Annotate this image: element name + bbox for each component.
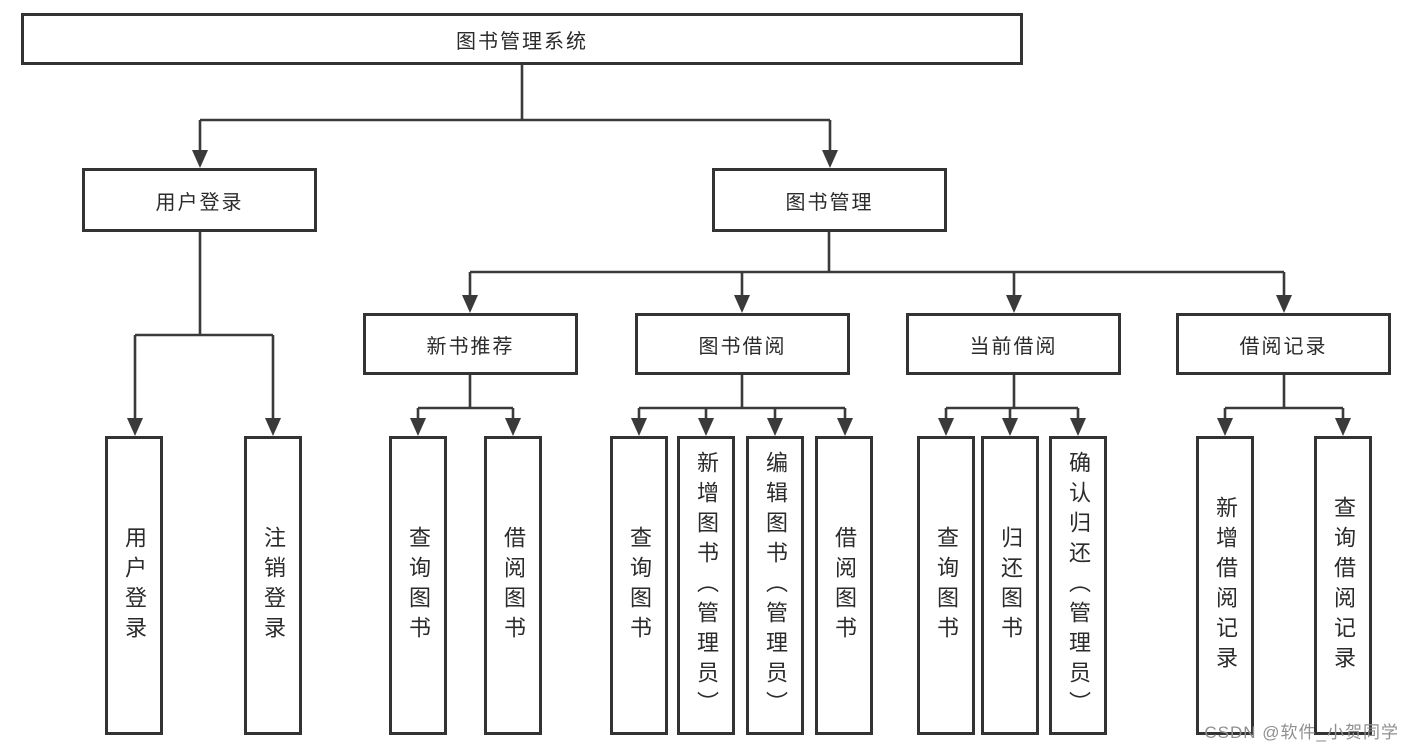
leaf-borrow-books: 借阅图书 — [815, 436, 873, 735]
node-book-management-label: 图书管理 — [785, 191, 874, 214]
node-root: 图书管理系统 — [21, 13, 1023, 65]
node-borrow-records: 借阅记录 — [1176, 313, 1391, 375]
node-user-login: 用户登录 — [82, 168, 317, 232]
node-book-borrow: 图书借阅 — [635, 313, 850, 375]
tree-edges — [133, 65, 1345, 419]
leaf-add-books-admin: 新增图书（管理员） — [677, 436, 735, 735]
leaf-query-borrow-record: 查询借阅记录 — [1314, 436, 1372, 735]
leaf-add-borrow-record: 新增借阅记录 — [1196, 436, 1254, 735]
node-user-login-label: 用户登录 — [155, 191, 244, 214]
node-root-label: 图书管理系统 — [456, 30, 588, 53]
node-borrow-records-label: 借阅记录 — [1239, 335, 1328, 358]
leaf-return-books: 归还图书 — [981, 436, 1039, 735]
watermark: CSDN @软件_小贺同学 — [1204, 723, 1399, 742]
node-new-book-recommend-label: 新书推荐 — [426, 335, 515, 358]
leaf-confirm-return-admin: 确认归还（管理员） — [1049, 436, 1107, 735]
arrowheads — [127, 150, 1351, 436]
leaf-borrow-books-recommend: 借阅图书 — [484, 436, 542, 735]
leaf-query-books-current: 查询图书 — [917, 436, 975, 735]
leaf-query-books-recommend: 查询图书 — [389, 436, 447, 735]
node-current-borrow: 当前借阅 — [906, 313, 1121, 375]
leaf-logout-login: 注销登录 — [244, 436, 302, 735]
leaf-edit-books-admin: 编辑图书（管理员） — [746, 436, 804, 735]
node-book-management: 图书管理 — [712, 168, 947, 232]
node-new-book-recommend: 新书推荐 — [363, 313, 578, 375]
node-current-borrow-label: 当前借阅 — [969, 335, 1058, 358]
node-book-borrow-label: 图书借阅 — [698, 335, 787, 358]
leaf-query-books-borrow: 查询图书 — [610, 436, 668, 735]
leaf-user-login: 用户登录 — [105, 436, 163, 735]
